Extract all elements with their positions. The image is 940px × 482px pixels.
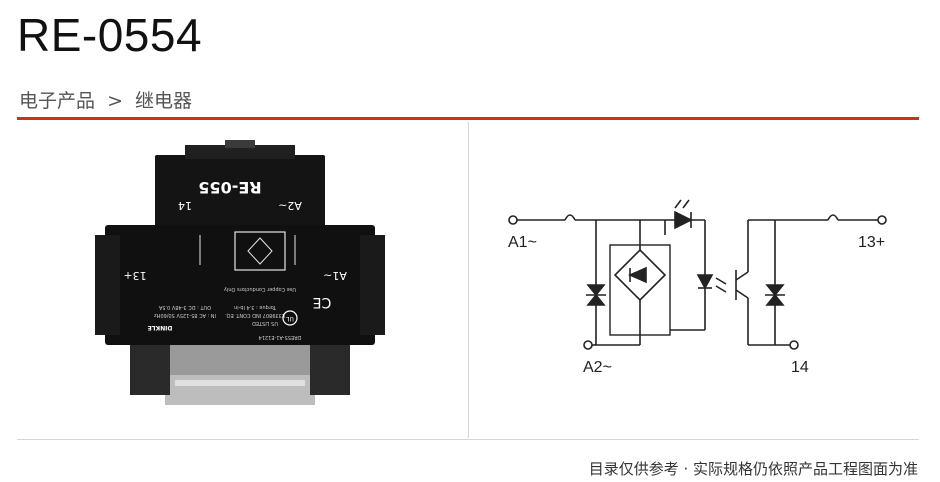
photo-copper-text: Use Copper Conductors Only — [224, 286, 296, 292]
photo-torque-text: Torque : 3.4 lb-in — [234, 304, 277, 310]
breadcrumb-separator: > — [107, 90, 123, 112]
photo-terminal-14: 14 — [178, 199, 192, 212]
header-divider — [17, 117, 919, 120]
wiring-schematic: A1~ A2~ 13+ 14 — [508, 199, 887, 376]
product-photo: RE-055 14 A2~ 13+ A1~ Use Copper Conduct… — [95, 140, 385, 405]
photo-terminal-a1: A1~ — [323, 269, 347, 282]
photo-brand-text: DINKLE — [148, 324, 173, 331]
ul-mark-text: UL — [285, 315, 293, 322]
terminal-label-a1: A1~ — [508, 234, 537, 251]
photo-rating-text: IN : AC 85-125V 50/60Hz — [154, 312, 216, 318]
breadcrumb-item-electronics[interactable]: 电子产品 — [19, 90, 96, 112]
ul-mark — [282, 310, 298, 326]
breadcrumb-item-relay[interactable]: 继电器 — [135, 90, 193, 112]
terminal-label-13: 13+ — [858, 234, 885, 251]
photo-code-text: DRE55-A1-E1214 — [259, 334, 302, 340]
disclaimer-note: 目录仅供参考 · 实际规格仍依照产品工程图面为准 — [588, 460, 918, 478]
page-title: RE-0554 — [17, 9, 203, 61]
terminal-label-a2: A2~ — [583, 359, 612, 376]
photo-model-label: RE-055 — [198, 178, 261, 197]
photo-terminal-a2: A2~ — [278, 199, 302, 212]
photo-terminal-13: 13+ — [123, 269, 146, 282]
breadcrumb: 电子产品 > 继电器 — [19, 86, 198, 113]
photo-ul-listed-text: US LISTED — [252, 320, 278, 326]
photo-ul-ind-text: E339807 IND CONT. EQ. — [225, 312, 285, 318]
ce-mark: CE — [313, 294, 332, 310]
photo-out-text: OUT : DC 3-48V 0.5A — [158, 304, 211, 310]
panel-divider — [468, 122, 469, 438]
terminal-label-14: 14 — [791, 359, 809, 376]
footer-divider — [17, 439, 919, 440]
